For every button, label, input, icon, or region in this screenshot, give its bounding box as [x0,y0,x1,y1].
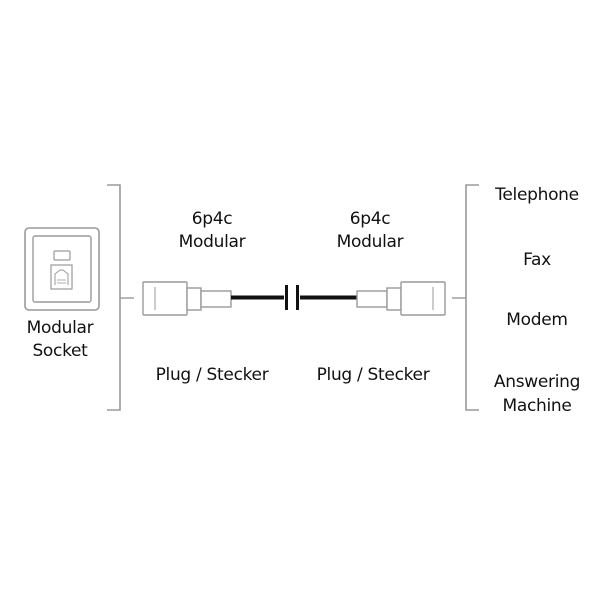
device-modem: Modem [506,310,567,330]
device-fax: Fax [523,250,551,270]
right-plug-caption: Plug / Stecker [317,365,430,385]
right-cable [300,295,357,300]
device-answering: Answering [494,372,580,392]
right-plug-type-line1: 6p4c [350,209,391,229]
device-telephone: Telephone [494,185,579,205]
right-bracket [465,184,479,411]
left-plug-type-line1: 6p4c [192,209,233,229]
left-plug-type-line2: Modular [179,232,246,252]
socket-label-line2: Socket [32,341,88,361]
left-cable [231,295,284,300]
left-bracket [107,184,121,411]
left-plug-icon [142,281,232,316]
right-plug-type-line2: Modular [337,232,404,252]
left-cable-break [285,285,288,310]
modular-socket-icon [24,227,100,311]
socket-label-line1: Modular [27,318,94,338]
device-machine: Machine [502,396,571,416]
left-plug-caption: Plug / Stecker [156,365,269,385]
right-plug-icon [356,281,446,316]
right-cable-break [296,285,299,310]
